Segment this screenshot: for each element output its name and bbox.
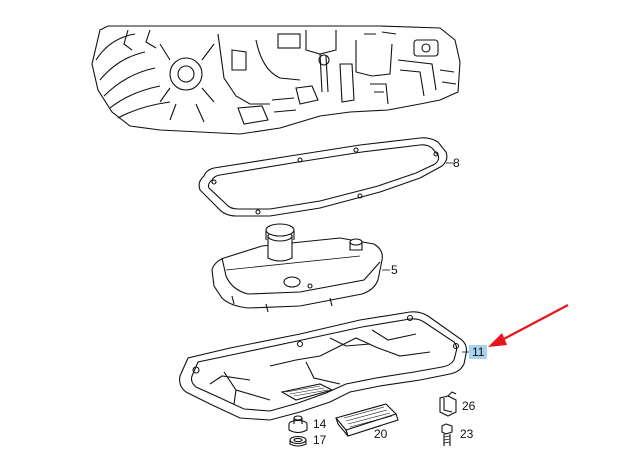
transmission-housing [91, 25, 461, 135]
clip [439, 391, 457, 417]
oil-pan [179, 311, 470, 421]
oil-filter [211, 223, 390, 313]
magnet [335, 403, 399, 437]
part-number-label: 14 [313, 417, 327, 431]
part-number-label: 17 [313, 433, 327, 447]
part-number-label: 26 [462, 399, 476, 413]
part-number-label: 5 [391, 263, 398, 277]
drain-plug [288, 415, 308, 434]
part-number-label: 23 [460, 427, 474, 441]
part-number-label: 20 [374, 427, 388, 441]
oil-pan-gasket [198, 137, 454, 217]
part-number-label: 8 [453, 156, 460, 170]
callout-arrow [488, 304, 569, 347]
part-number-label-highlighted[interactable]: 11 [469, 345, 488, 359]
seal-ring [289, 435, 307, 447]
bolt [441, 423, 453, 446]
